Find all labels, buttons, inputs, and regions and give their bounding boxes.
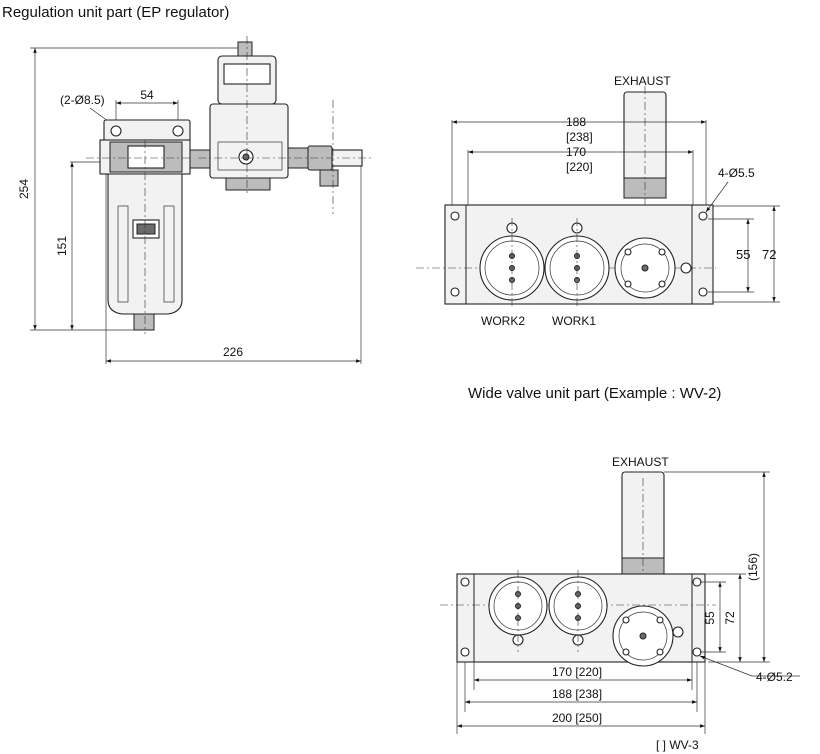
dim-55-label-top: 55 xyxy=(736,247,750,262)
valve-unit-top: EXHAUST 188 [238] 170 [220] xyxy=(416,74,780,328)
exhaust-label-top: EXHAUST xyxy=(614,74,671,88)
dim-72-label-bottom: 72 xyxy=(723,611,737,625)
dim-170-220-label: 170 [220] xyxy=(552,665,602,679)
mount-hole-icon xyxy=(450,287,460,297)
hole-4-d5.2-label: 4-Ø5.2 xyxy=(756,670,793,684)
mount-hole-icon xyxy=(450,211,460,221)
mount-hole-icon xyxy=(698,211,708,221)
mount-hole-icon xyxy=(460,577,470,587)
dim-188-238-label: 188 [238] xyxy=(552,687,602,701)
dim-220-label: [220] xyxy=(566,160,593,174)
drain-valve xyxy=(133,313,155,331)
footnote-wv3: [ ] WV-3 xyxy=(656,738,699,752)
ep-regulator-body xyxy=(209,103,289,179)
valve-unit-bottom: EXHAUST (156) xyxy=(440,455,800,752)
hole-4-d5.5-label: 4-Ø5.5 xyxy=(718,166,755,180)
hole-2-d8.5-label: (2-Ø8.5) xyxy=(60,93,105,107)
dim-54-label: 54 xyxy=(140,88,154,102)
dim-226-label: 226 xyxy=(223,345,243,359)
dim-188-label: 188 xyxy=(566,115,586,129)
dim-238-label: [238] xyxy=(566,130,593,144)
mount-hole-icon xyxy=(698,287,708,297)
mount-hole-icon xyxy=(460,647,470,657)
mount-hole-icon xyxy=(692,577,702,587)
mount-hole-icon xyxy=(172,125,184,137)
mount-hole-icon xyxy=(110,125,122,137)
work1-label: WORK1 xyxy=(552,314,596,328)
dim-72-label-top: 72 xyxy=(762,247,776,262)
dim-200-250-label: 200 [250] xyxy=(552,711,602,725)
dim-254-label: 254 xyxy=(17,179,31,199)
work2-label: WORK2 xyxy=(481,314,525,328)
dim-55-label-bottom: 55 xyxy=(703,611,717,625)
dim-170-label: 170 xyxy=(566,145,586,159)
dim-151-label: 151 xyxy=(55,236,69,256)
dim-156-label: (156) xyxy=(746,553,760,581)
mount-hole-icon xyxy=(692,647,702,657)
regulation-title: Regulation unit part (EP regulator) xyxy=(2,4,229,21)
exhaust-label-bottom: EXHAUST xyxy=(612,455,669,469)
wide-valve-title: Wide valve unit part (Example : WV-2) xyxy=(468,385,721,402)
regulation-unit: 254 151 54 (2-Ø8.5) 226 xyxy=(17,36,372,364)
